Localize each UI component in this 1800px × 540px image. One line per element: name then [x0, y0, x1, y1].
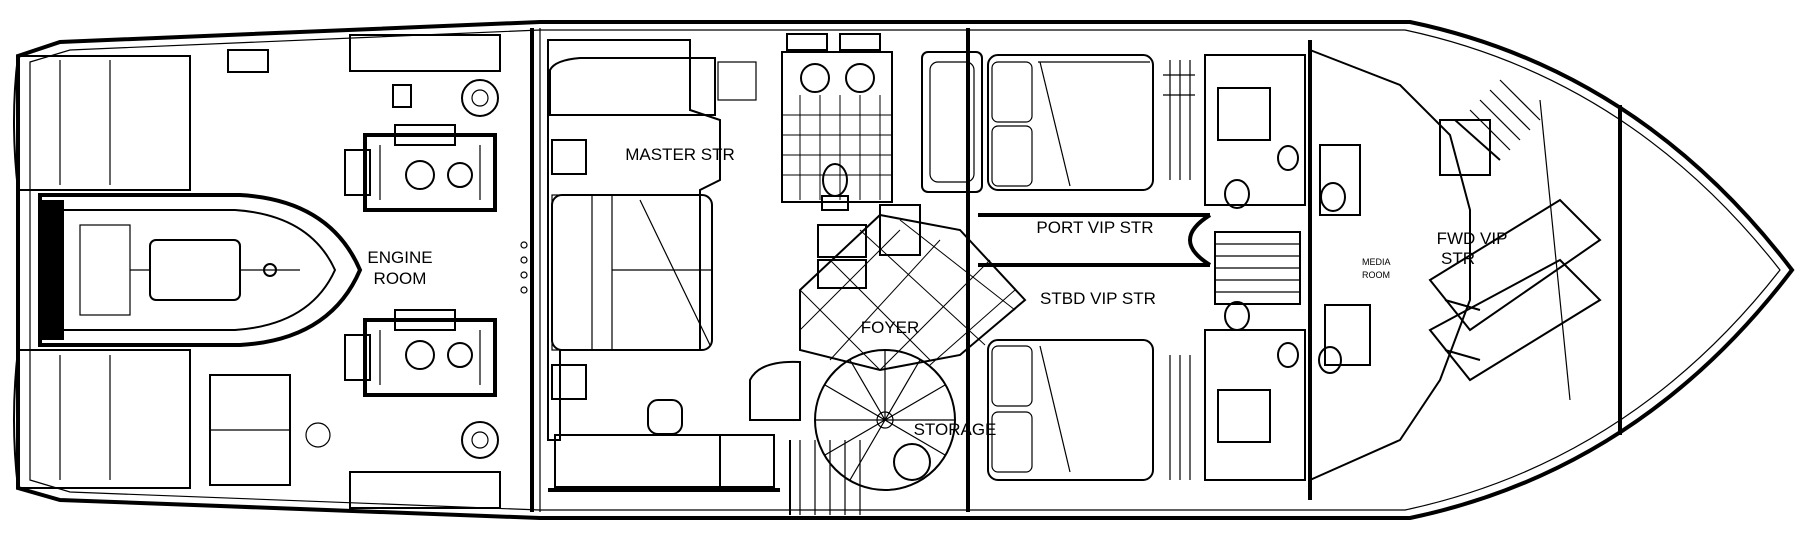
storage-area: [789, 28, 970, 515]
engine-room-label-line1: ENGINE: [367, 248, 432, 267]
engine-room: [209, 28, 541, 512]
master-stateroom: [547, 39, 780, 492]
storage-label: STORAGE: [914, 420, 997, 439]
walk-in-closet: [749, 360, 801, 421]
foyer-label: FOYER: [861, 318, 920, 337]
swim-platform: [13, 55, 191, 489]
engine-room-label-line2: ROOM: [374, 269, 427, 288]
stbd-vip-label: STBD VIP STR: [1040, 289, 1156, 308]
tile-grid: [782, 95, 892, 200]
port-vip-stateroom: [978, 54, 1210, 217]
port-engine: [344, 124, 497, 212]
fwd-vip-stateroom: [1309, 49, 1622, 481]
stbd-vip-head: [1169, 301, 1306, 481]
central-stairs: [1188, 213, 1301, 305]
media-room: [1308, 40, 1371, 500]
hull-outline: [16, 20, 1795, 520]
spiral-staircase: [814, 349, 956, 491]
starboard-engine: [344, 309, 497, 397]
foyer: [799, 213, 1027, 372]
master-head: [781, 33, 983, 289]
media-room-label-line2: ROOM: [1362, 270, 1390, 280]
port-vip-label: PORT VIP STR: [1036, 218, 1153, 237]
master-stateroom-label: MASTER STR: [625, 145, 735, 164]
media-room-label-line1: MEDIA: [1362, 257, 1391, 267]
fwd-vip-label-line2: STR: [1441, 249, 1475, 268]
tender-dinghy: [38, 193, 363, 347]
foyer-tiles: [799, 219, 1016, 371]
fwd-vip-label-line1: FWD VIP: [1437, 229, 1508, 248]
port-vip-head: [1163, 54, 1306, 209]
stbd-vip-stateroom: [978, 263, 1210, 481]
